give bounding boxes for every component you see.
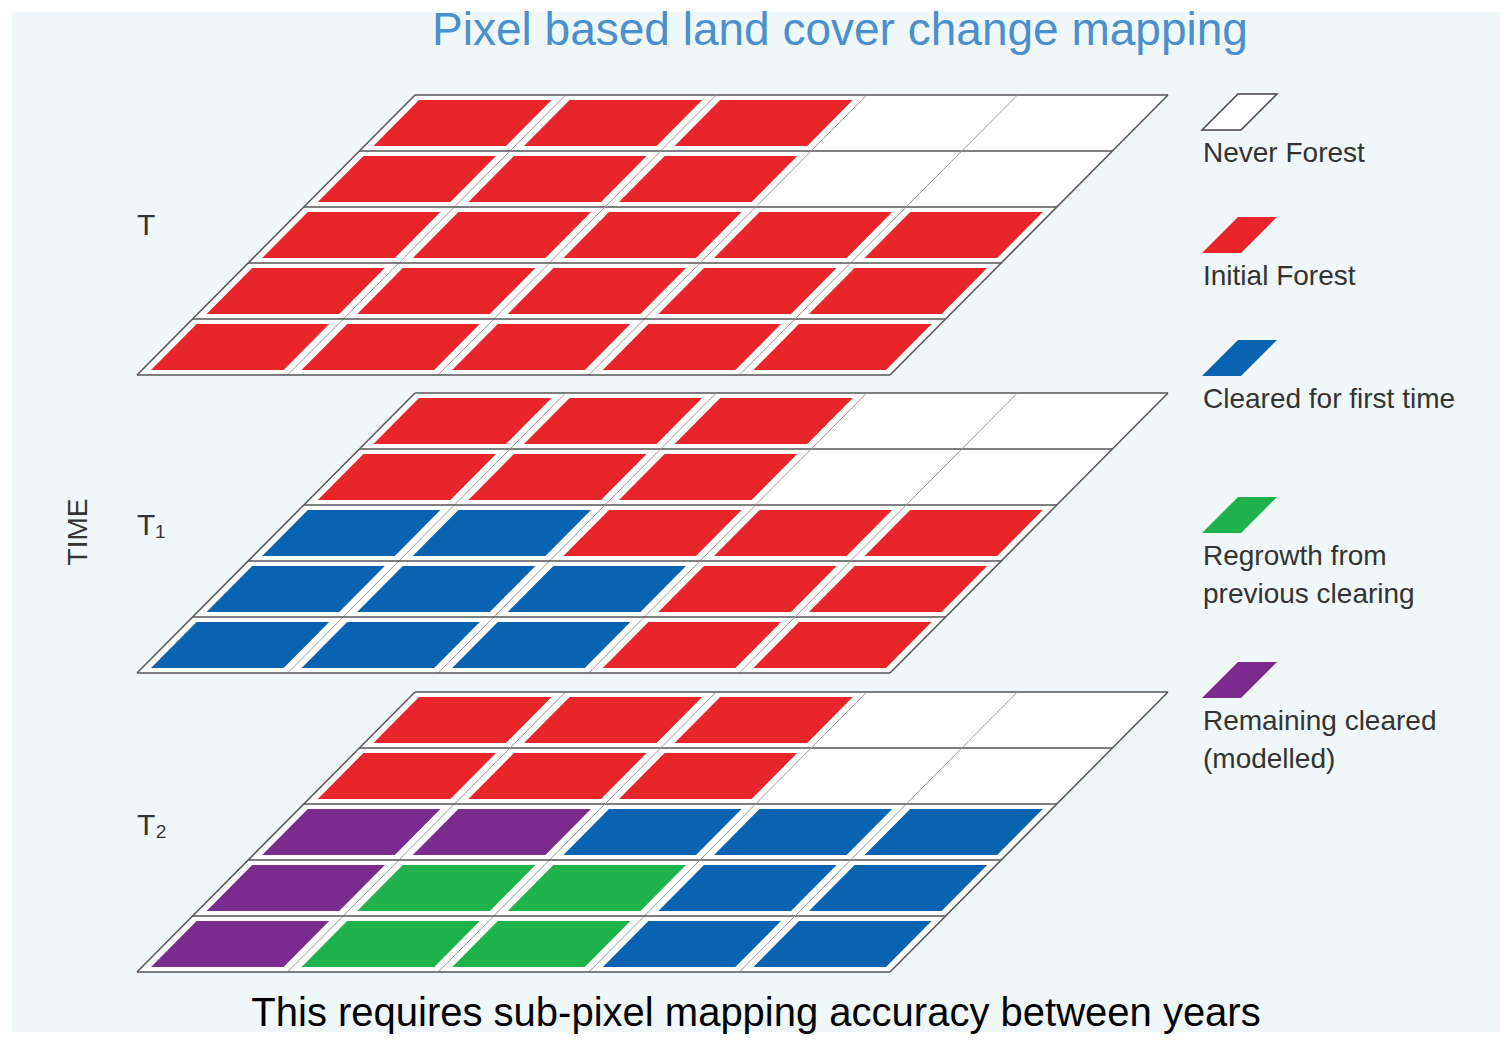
title: Pixel based land cover change mapping	[432, 2, 1248, 56]
pixel-cell	[619, 753, 797, 799]
pixel-cell	[675, 697, 853, 743]
legend-swatch	[1200, 495, 1280, 535]
legend-swatch	[1200, 92, 1280, 132]
pixel-cell	[468, 753, 646, 799]
pixel-layer	[137, 692, 1168, 972]
pixel-cell	[413, 510, 591, 556]
pixel-cell	[563, 510, 741, 556]
pixel-cell	[865, 212, 1043, 258]
pixel-cell	[151, 324, 329, 370]
pixel-cell	[357, 268, 535, 314]
pixel-cell	[865, 510, 1043, 556]
pixel-cell	[207, 268, 385, 314]
pixel-cell	[524, 697, 702, 743]
pixel-cell	[318, 454, 496, 500]
pixel-cell	[714, 809, 892, 855]
legend-text: Cleared for first time	[1203, 380, 1493, 418]
pixel-cell	[373, 398, 551, 444]
time-step-label: T₁	[137, 508, 165, 542]
pixel-cell	[619, 156, 797, 202]
pixel-cell	[753, 921, 931, 967]
pixel-cell	[603, 324, 781, 370]
caption: This requires sub-pixel mapping accuracy…	[251, 990, 1260, 1035]
pixel-cell	[809, 268, 987, 314]
pixel-cell	[865, 809, 1043, 855]
pixel-cell	[302, 921, 480, 967]
legend-text: Remaining cleared (modelled)	[1203, 702, 1493, 778]
legend-swatch	[1200, 338, 1280, 378]
pixel-cell	[809, 865, 987, 911]
pixel-cell	[302, 324, 480, 370]
pixel-cell	[563, 809, 741, 855]
pixel-cell	[262, 510, 440, 556]
pixel-cell	[753, 324, 931, 370]
pixel-cell	[302, 622, 480, 668]
pixel-cell	[413, 809, 591, 855]
pixel-cell	[452, 324, 630, 370]
pixel-cell	[373, 100, 551, 146]
pixel-cell	[619, 454, 797, 500]
pixel-cell	[318, 753, 496, 799]
pixel-cell	[452, 921, 630, 967]
pixel-cell	[714, 212, 892, 258]
pixel-cell	[809, 566, 987, 612]
pixel-cell	[452, 622, 630, 668]
pixel-cell	[508, 865, 686, 911]
pixel-cell	[318, 156, 496, 202]
pixel-cell	[357, 566, 535, 612]
time-step-label: T	[137, 208, 155, 242]
pixel-cell	[563, 212, 741, 258]
pixel-cell	[207, 865, 385, 911]
time-axis-label: TIME	[62, 499, 94, 566]
pixel-cell	[658, 566, 836, 612]
pixel-cell	[714, 510, 892, 556]
pixel-layer	[137, 393, 1168, 673]
legend-text: Initial Forest	[1203, 257, 1503, 295]
pixel-cell	[151, 921, 329, 967]
pixel-cell	[603, 622, 781, 668]
time-step-label: T₂	[137, 808, 167, 842]
pixel-cell	[207, 566, 385, 612]
legend-swatch	[1200, 660, 1280, 700]
pixel-cell	[262, 212, 440, 258]
pixel-cell	[413, 212, 591, 258]
pixel-cell	[524, 100, 702, 146]
legend-text: Never Forest	[1203, 134, 1503, 172]
legend-text: Regrowth from previous clearing	[1203, 537, 1493, 613]
pixel-cell	[508, 268, 686, 314]
pixel-cell	[524, 398, 702, 444]
pixel-cell	[373, 697, 551, 743]
pixel-cell	[658, 865, 836, 911]
pixel-cell	[468, 156, 646, 202]
pixel-cell	[603, 921, 781, 967]
pixel-layer	[137, 95, 1168, 375]
pixel-cell	[753, 622, 931, 668]
pixel-cell	[675, 398, 853, 444]
pixel-cell	[508, 566, 686, 612]
pixel-cell	[262, 809, 440, 855]
pixel-cell	[468, 454, 646, 500]
pixel-cell	[357, 865, 535, 911]
pixel-cell	[675, 100, 853, 146]
pixel-cell	[151, 622, 329, 668]
pixel-cell	[658, 268, 836, 314]
legend-swatch	[1200, 215, 1280, 255]
